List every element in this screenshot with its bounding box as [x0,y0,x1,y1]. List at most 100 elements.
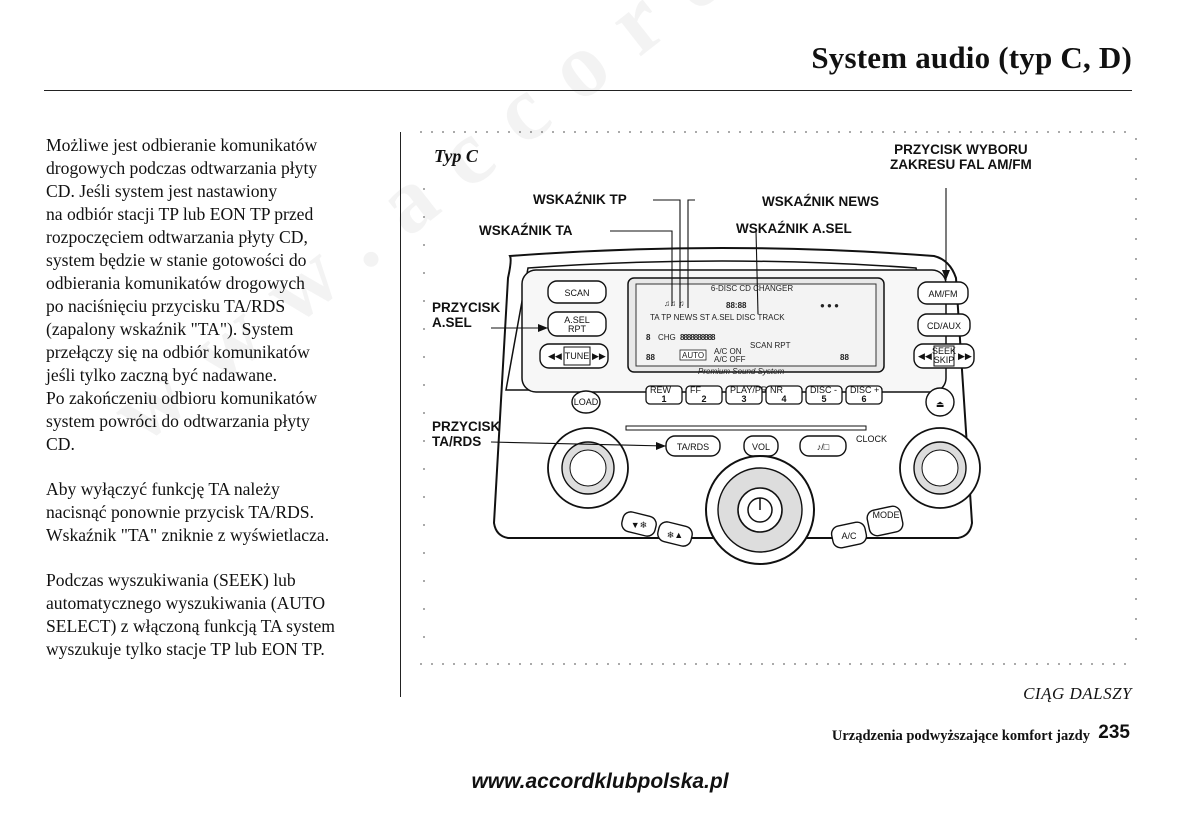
svg-text:8: 8 [646,333,651,342]
preset-number: 6 [861,394,866,404]
callout-band-button: PRZYCISK WYBORU ZAKRESU FAL AM/FM [890,142,1032,172]
preset-button-5[interactable] [805,385,843,405]
svg-text:◀◀: ◀◀ [918,351,932,361]
paragraph-ta-off: Aby wyłączyć funkcję TA należy nacisnąć p… [46,478,396,547]
eject-icon: ⏏ [936,399,945,409]
seek-button-bottom: SKIP [934,355,955,365]
text-line: przełączy się na odbiór komunikatów [46,342,310,362]
display-auto: AUTO [682,351,704,360]
svg-text:8888888888: 8888888888 [680,333,716,342]
callout-tards-line2: TA/RDS [432,434,482,449]
preset-number: 5 [821,394,826,404]
text-line: system będzie w stanie gotowości do [46,250,307,270]
callout-asel-line2: A.SEL [432,315,472,330]
header-rule [44,90,1132,91]
text-line: wyszukuje tylko stacje TP lub EON TP. [46,639,325,659]
preset-number: 1 [661,394,666,404]
sound-icon: ♪/□ [817,442,830,452]
amfm-button: AM/FM [929,289,958,299]
asel-button-bottom: RPT [568,324,587,334]
svg-text:88: 88 [840,353,849,362]
text-line: Wskaźnik "TA" zniknie z wyświetlacza. [46,525,330,545]
footer-url: www.accordklubpolska.pl [471,770,729,793]
callout-asel-line1: PRZYCISK [432,300,501,315]
text-line: nacisnąć ponownie przycisk TA/RDS. [46,502,314,522]
text-line: automatycznego wyszukiwania (AUTO [46,593,326,613]
callout-band-line2: ZAKRESU FAL AM/FM [890,157,1032,172]
text-line: jeśli tylko zaczną być nadawane. [46,365,278,385]
display-ac-off: A/C OFF [714,355,746,364]
text-line: SELECT) z włączoną funkcją TA system [46,616,335,636]
text-line: rozpoczęciem odtwarzania płyty CD, [46,227,308,247]
text-line: Po zakończeniu odbioru komunikatów [46,388,318,408]
seek-button-top: SEEK [932,346,956,356]
display-ac-on: A/C ON [714,347,742,356]
text-line: drogowych podczas odtwarzania płyty [46,158,318,178]
preset-sublabel: DISC + [850,385,879,395]
text-line: odbierania komunikatów drogowych [46,273,305,293]
preset-button-4[interactable] [765,385,803,405]
display-changer-label: 6-DISC CD CHANGER [711,284,793,293]
svg-text:▶▶: ▶▶ [958,351,972,361]
radio-panel-figure: 6-DISC CD CHANGER ♫♫ ♫ 88:88 ● ● ● TA TP… [410,128,1140,673]
tards-button: TA/RDS [677,442,709,452]
clock-label: CLOCK [856,434,887,444]
text-line: CD. Jeśli system jest nastawiony [46,181,278,201]
svg-text:▶▶: ▶▶ [592,351,606,361]
page-title: System audio (typ C, D) [811,40,1132,75]
radio-panel-illustration: 6-DISC CD CHANGER ♫♫ ♫ 88:88 ● ● ● TA TP… [420,131,1137,665]
section-footer: Urządzenia podwyższające komfort jazdy [831,728,1090,744]
callout-tards-button: PRZYCISK TA/RDS [432,419,500,449]
svg-text:♫♫ ♫: ♫♫ ♫ [664,299,684,308]
scan-button: SCAN [564,288,589,298]
preset-sublabel: PLAY/PROG [730,385,781,395]
text-line: Aby wyłączyć funkcję TA należy [46,479,280,499]
preset-sublabel: REW [650,385,672,395]
vol-button: VOL [752,442,770,452]
tune-button: TUNE [565,351,590,361]
callout-news-indicator: WSKAŹNIK NEWS [762,194,879,209]
text-line: (zapalony wskaźnik "TA"). System [46,319,294,339]
callout-band-line1: PRZYCISK WYBORU [894,142,1028,157]
svg-text:88:88: 88:88 [726,301,747,310]
svg-text:88: 88 [646,353,655,362]
cdaux-button: CD/AUX [927,321,961,331]
fan-up-icon: ❄▲ [667,530,683,540]
mode-button: MODE [873,510,900,520]
paragraph-ta-cd: Możliwe jest odbieranie komunikatów drogo… [46,134,396,456]
callout-asel-indicator: WSKAŹNIK A.SEL [736,221,852,236]
preset-button-6[interactable] [845,385,883,405]
text-line: Podczas wyszukiwania (SEEK) lub [46,570,296,590]
preset-sublabel: FF [690,385,701,395]
asel-button-top: A.SEL [564,315,590,325]
body-text: Możliwe jest odbieranie komunikatów drogo… [46,134,396,683]
text-line: na odbiór stacji TP lub EON TP przed [46,204,314,224]
svg-text:● ● ●: ● ● ● [820,301,839,310]
display-brand: Premium Sound System [698,367,785,376]
text-line: Możliwe jest odbieranie komunikatów [46,135,318,155]
paragraph-seek: Podczas wyszukiwania (SEEK) lub automatyc… [46,569,396,661]
text-line: po naciśnięciu przycisku TA/RDS [46,296,286,316]
ac-button: A/C [841,531,857,541]
display-chg: CHG [658,333,676,342]
page-number: 235 [1098,722,1130,743]
load-button: LOAD [574,397,599,407]
preset-sublabel: NR [770,385,783,395]
preset-button-2[interactable] [685,385,723,405]
callout-tards-line1: PRZYCISK [432,419,501,434]
callout-tp-indicator: WSKAŹNIK TP [533,192,627,207]
preset-sublabel: DISC - [810,385,837,395]
figure-type-label: Typ C [434,146,478,166]
continued-label: CIĄG DALSZY [1023,684,1132,703]
preset-number: 4 [781,394,786,404]
preset-number: 2 [701,394,706,404]
display-scan-rpt: SCAN RPT [750,341,791,350]
text-line: CD. [46,434,75,454]
text-line: system powróci do odtwarzania płyty [46,411,310,431]
preset-button-1[interactable] [645,385,683,405]
preset-number: 3 [741,394,746,404]
preset-button-3[interactable] [725,385,763,405]
column-divider [400,132,401,697]
callout-asel-button: PRZYCISK A.SEL [432,300,500,330]
